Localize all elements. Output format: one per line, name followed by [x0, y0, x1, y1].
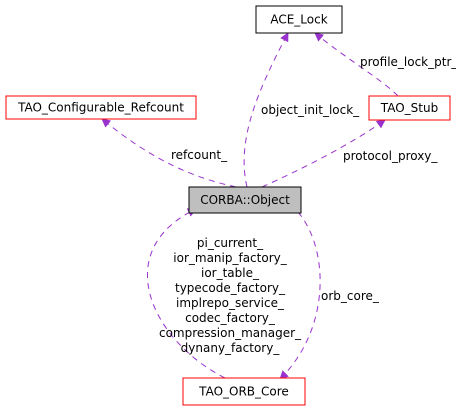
node-tao-orb-core-label: TAO_ORB_Core	[198, 385, 289, 399]
edge-refcount	[101, 118, 237, 188]
edge-label-refcount: refcount_	[171, 148, 228, 162]
node-tao-orb-core-box[interactable]	[182, 377, 306, 406]
edge-orb-core	[279, 211, 321, 380]
edge-orb-core-members	[147, 208, 226, 379]
edge-label-member: pi_current_	[197, 236, 264, 250]
node-tao-stub-label: TAO_Stub	[380, 101, 438, 115]
node-ace-lock-label: ACE_Lock	[270, 13, 327, 27]
edge-label-member: codec_factory_	[185, 311, 276, 325]
node-corba-object-box[interactable]	[188, 186, 302, 214]
edge-label-member: compression_manager_	[159, 326, 302, 340]
edge-label-object-init-lock: object_init_lock_	[261, 103, 360, 117]
node-ace-lock-box[interactable]	[255, 5, 343, 34]
edge-protocol-proxy	[261, 119, 386, 188]
edge-label-orb-core: orb_core_	[321, 289, 380, 303]
node-tao-configurable-refcount-box[interactable]	[5, 95, 197, 120]
node-tao-stub-box[interactable]	[368, 95, 451, 121]
edge-label-member: ior_manip_factory_	[173, 251, 287, 265]
edge-label-member: dynany_factory_	[181, 341, 281, 355]
node-corba-object-label: CORBA::Object	[200, 193, 290, 207]
edge-label-member: typecode_factory_	[175, 281, 286, 295]
edge-object-init-lock	[243, 32, 289, 188]
edge-label-member: implrepo_service_	[176, 296, 285, 310]
edge-label-profile-lock-ptr: profile_lock_ptr_	[360, 55, 456, 69]
edge-label-protocol-proxy: protocol_proxy_	[343, 149, 438, 163]
edge-profile-lock-ptr	[314, 32, 399, 97]
edge-label-orb-core-members: pi_current_ior_manip_factory_ior_table_t…	[159, 236, 302, 355]
node-tao-configurable-refcount-label: TAO_Configurable_Refcount	[17, 101, 184, 115]
edge-label-member: ior_table_	[201, 266, 260, 280]
